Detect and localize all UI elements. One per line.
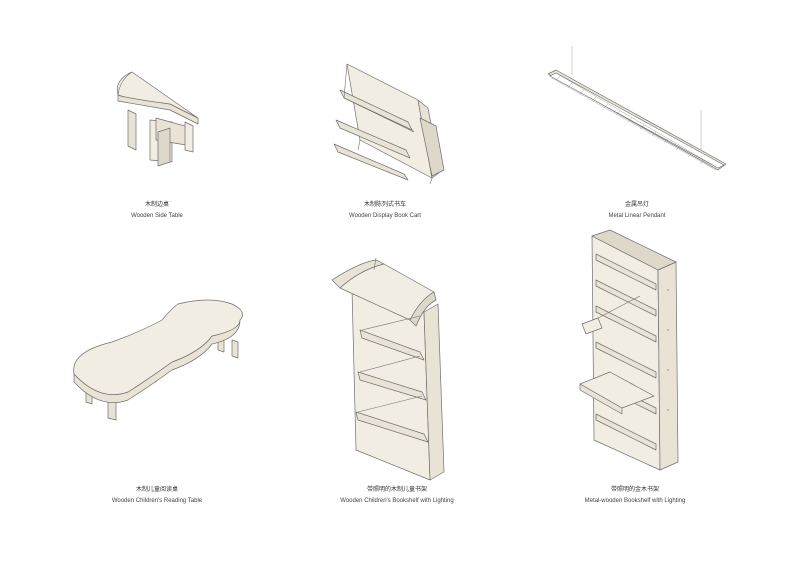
caption-side-table: 木制边桌 Wooden Side Table <box>57 200 257 222</box>
caption-en: Wooden Children's Reading Table <box>111 498 203 504</box>
caption-reading-table: 木制儿童阅读桌 Wooden Children's Reading Table <box>57 485 257 507</box>
side-table-icon <box>116 71 199 167</box>
metal-wood-bookshelf-icon <box>579 229 679 471</box>
caption-metal-wood-bookshelf: 带照明的金木书架 Metal-wooden Bookshelf with Lig… <box>535 485 735 507</box>
linear-pendant-icon <box>547 46 727 171</box>
lit-bookshelf-icon <box>331 257 445 481</box>
caption-en: Metal-wooden Bookshelf with Lighting <box>584 498 686 504</box>
caption-zh: 木制儿童阅读桌 <box>135 487 178 493</box>
reading-table-icon <box>73 299 243 421</box>
book-cart-icon <box>333 63 445 185</box>
caption-en: Wooden Side Table <box>131 213 183 219</box>
caption-zh: 带照明的金木书架 <box>610 487 659 493</box>
caption-en: Metal Linear Pendant <box>608 213 666 219</box>
caption-zh: 带照明的木制儿童书架 <box>366 487 427 493</box>
caption-lit-bookshelf: 带照明的木制儿童书架 Wooden Children's Bookshelf w… <box>297 485 497 507</box>
caption-book-cart: 木制陈列式书车 Wooden Display Book Cart <box>285 200 485 222</box>
caption-zh: 木制陈列式书车 <box>363 202 406 208</box>
caption-linear-pendant: 金属吊灯 Metal Linear Pendant <box>537 200 737 222</box>
caption-zh: 金属吊灯 <box>624 202 649 208</box>
caption-en: Wooden Children's Bookshelf with Lightin… <box>340 498 454 504</box>
caption-zh: 木制边桌 <box>144 202 169 208</box>
caption-en: Wooden Display Book Cart <box>349 213 421 219</box>
